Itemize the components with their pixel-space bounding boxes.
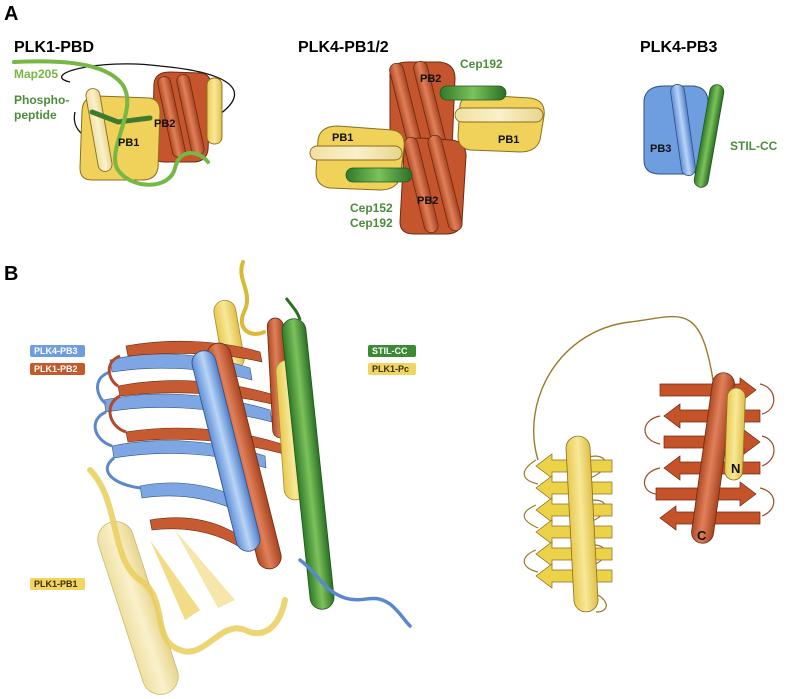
cep192-bottom-label: Cep192 [350,216,393,230]
stil-cc-label-a: STIL-CC [730,139,778,153]
pbd-pb1-label: PB1 [118,137,139,149]
pb12-lower-pb2-label: PB2 [417,195,438,207]
legend-stil-cc-swatch [368,345,416,357]
plk4-pb3-schematic: PLK4-PB3 PB3 STIL-CC [640,39,778,188]
sheet-strand-orange-1 [125,340,263,363]
topology-left-loops [523,459,539,573]
plk4-pb3-title: PLK4-PB3 [640,39,717,56]
orange-helix [691,372,735,544]
legend-plk1-pc-swatch [368,363,416,375]
legend-plk1-pc: PLK1-Pc [372,364,409,374]
plk1-pbd-schematic: PLK1-PBD Map205 Phospho- peptide PB1 PB2 [12,39,236,187]
pb12-left-pb1-helix [309,145,403,161]
sheet-strand-orange-4 [149,517,241,547]
c-terminus-label: C [697,528,707,543]
plk4-pb3-helix [191,350,261,552]
cep152-label: Cep152 [350,201,393,215]
legend-plk1-pb2-swatch [30,363,85,375]
stil-cc-helix [281,318,335,610]
stil-cc-top-tail [284,297,302,321]
pb12-lower-pb2-helix-2 [427,134,463,232]
panel-a-letter: A [4,3,18,25]
orange-sheet-loops [759,383,775,517]
map205-label: Map205 [14,67,58,81]
orange-sheet-loops-left [643,415,661,495]
pb3-stil-cc-helix [693,84,725,188]
pb12-lower-pb2-helix-1 [403,136,439,234]
plk1-pb1-strand-1 [150,540,200,620]
pb12-cep192-top-helix [439,85,507,101]
legend-stil-cc: STIL-CC [372,346,408,356]
pb12-right-pb1-label: PB1 [498,134,519,146]
yellow-helix [565,435,599,613]
pbd-pb2-label: PB2 [154,118,175,130]
pb3-c-terminal-tail [298,558,412,628]
plk1-pb1-helix [97,521,179,695]
pb3-label: PB3 [650,143,671,155]
pbd-pb1-helix [85,88,113,172]
phosphopeptide-label-1: Phospho- [14,93,69,107]
pb3-strand-loops [93,370,141,490]
topology-diagram: N C [523,315,775,613]
plk1-pbd-title: PLK1-PBD [14,39,94,56]
pb3-helix [670,83,696,177]
structure-superposition: PLK4-PB3 PLK1-PB2 STIL-CC PLK1-Pc PLK1-P… [30,260,416,695]
plk4-pb12-title: PLK4-PB1/2 [298,39,389,56]
n-terminus-label: N [731,461,740,476]
legend-plk1-pb2: PLK1-PB2 [34,364,78,374]
pb12-left-pb1-label: PB1 [332,132,353,144]
panel-b-letter: B [4,263,18,285]
pb2-strand-loops [107,354,127,434]
cep192-top-label: Cep192 [460,57,503,71]
pb12-right-pb1-helix [454,107,544,123]
plk1-pb1-strand-2 [175,530,235,608]
n-terminal-yellow-helix [724,387,746,481]
pb12-cep152-helix [345,167,413,183]
phosphopeptide-strand [89,109,153,125]
legend-plk1-pb1-swatch [30,578,85,590]
plk1-pb1-loop [87,467,288,655]
plk4-pb12-schematic: PLK4-PB1/2 PB2 PB2 PB1 PB1 Cep192 Cep152… [298,39,545,235]
phosphopeptide-label-2: peptide [14,108,57,122]
pbd-pc-helix [206,77,223,145]
legend-plk4-pb3: PLK4-PB3 [34,346,78,356]
plk1-pc-top-loop [239,260,266,336]
pb12-upper-pb2-label: PB2 [420,73,441,85]
topology-top-loop [533,315,714,461]
map205-strand [12,59,210,187]
legend-plk4-pb3-swatch [30,345,85,357]
orange-sheet [643,372,775,544]
legend-plk1-pb1: PLK1-PB1 [34,579,78,589]
yellow-sheet [535,435,613,613]
